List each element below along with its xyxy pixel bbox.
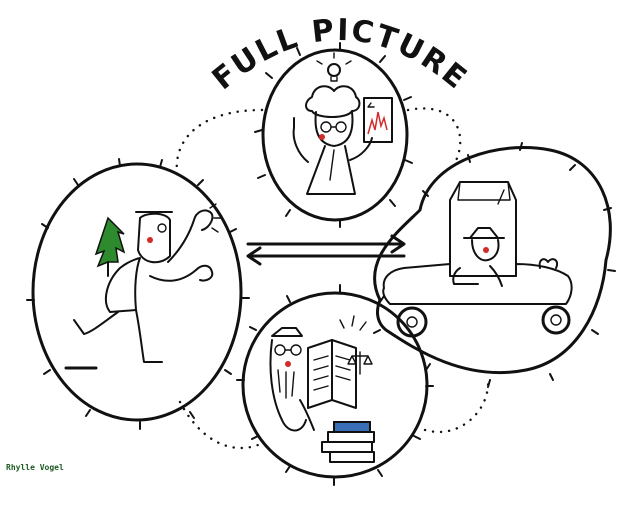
signature: Rhylle Vogel	[6, 463, 64, 472]
scales-icon	[339, 315, 373, 375]
dotted-connectors	[175, 107, 490, 450]
panel-car	[373, 142, 616, 388]
lightbulb-icon	[316, 52, 352, 82]
car-icon	[382, 181, 573, 338]
tree-icon	[94, 216, 126, 277]
book-icon	[307, 339, 357, 409]
chart-icon	[363, 97, 393, 143]
title: FULL PICTURE	[206, 13, 474, 97]
panel-scholar	[236, 284, 434, 486]
exchange-arrows	[246, 234, 406, 266]
panel-thinker	[254, 42, 413, 228]
panel-runner	[26, 158, 250, 430]
